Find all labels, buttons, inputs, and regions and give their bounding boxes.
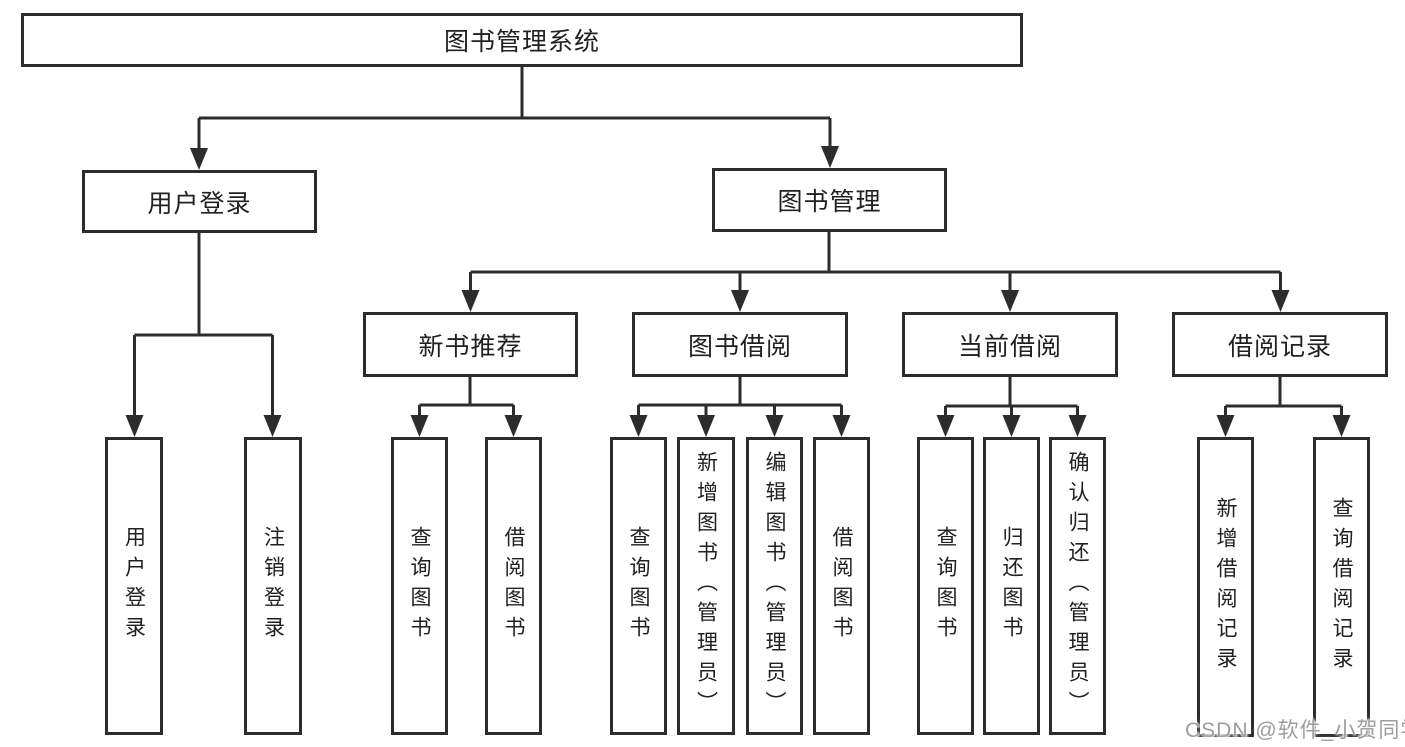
arrow-down-icon	[697, 415, 715, 437]
connector-new-book-recommendation-to-leaves	[418, 377, 515, 419]
node-book-management: 图书管理	[712, 168, 947, 232]
leaf-add-borrow-record: 新增借阅记录	[1197, 437, 1254, 737]
leaf-edit-book-admin: 编辑图书（管理员）	[746, 437, 803, 735]
node-user-login: 用户登录	[82, 170, 317, 233]
arrow-down-icon	[936, 415, 955, 437]
arrow-down-icon	[1271, 290, 1290, 312]
leaf-query-books-borrowing: 查询图书	[610, 437, 667, 735]
arrow-down-icon	[1216, 415, 1235, 437]
connector-book-management-to-level3	[469, 232, 1282, 294]
leaf-query-books-recommend: 查询图书	[391, 437, 448, 735]
arrow-down-icon	[504, 415, 523, 437]
connector-user-login-to-leaves	[133, 233, 274, 419]
node-label: 图书管理	[777, 188, 882, 216]
arrow-down-icon	[629, 415, 648, 437]
arrow-down-icon	[731, 290, 749, 312]
arrow-down-icon	[832, 415, 851, 437]
node-book-borrowing: 图书借阅	[632, 312, 848, 377]
arrow-down-icon	[125, 415, 144, 437]
node-label: 注销登录	[261, 526, 285, 646]
connector-current-borrowing-to-leaves	[944, 377, 1079, 419]
arrow-down-icon	[1068, 415, 1087, 437]
node-label: 查询借阅记录	[1330, 497, 1353, 677]
leaf-logout: 注销登录	[244, 437, 302, 735]
node-label: 查询图书	[627, 526, 650, 646]
node-label: 编辑图书（管理员）	[763, 451, 786, 721]
leaf-user-login: 用户登录	[105, 437, 163, 735]
node-label: 当前借阅	[957, 332, 1062, 361]
node-label: 新增借阅记录	[1214, 497, 1237, 677]
node-label: 查询图书	[934, 526, 957, 646]
node-label: 新增图书（管理员）	[694, 451, 718, 721]
node-label: 图书管理系统	[443, 28, 600, 56]
node-label: 借阅图书	[830, 526, 853, 646]
leaf-query-borrow-record: 查询借阅记录	[1313, 437, 1370, 737]
arrow-down-icon	[461, 290, 480, 312]
leaf-borrow-books-borrowing: 借阅图书	[813, 437, 870, 735]
arrow-down-icon	[190, 148, 208, 170]
arrow-down-icon	[1001, 290, 1019, 312]
connector-root-to-level2	[197, 67, 832, 152]
node-label: 归还图书	[1000, 526, 1023, 646]
arrow-down-icon	[1002, 415, 1021, 437]
arrow-down-icon	[765, 415, 784, 437]
leaf-borrow-books-recommend: 借阅图书	[485, 437, 542, 735]
connector-borrowing-records-to-leaves	[1224, 377, 1343, 419]
node-new-book-recommendation: 新书推荐	[363, 312, 578, 377]
node-label: 借阅记录	[1227, 332, 1332, 361]
node-borrowing-records: 借阅记录	[1172, 312, 1388, 377]
node-label: 图书借阅	[687, 332, 792, 361]
node-label: 借阅图书	[502, 526, 525, 646]
watermark: CSDN @软件_小贺同学	[1185, 719, 1405, 742]
node-library-management-system: 图书管理系统	[21, 13, 1023, 67]
node-current-borrowing: 当前借阅	[902, 312, 1118, 377]
arrow-down-icon	[410, 415, 429, 437]
node-label: 确认归还（管理员）	[1066, 451, 1089, 721]
arrow-down-icon	[263, 415, 282, 437]
arrow-down-icon	[1332, 415, 1351, 437]
arrow-down-icon	[821, 146, 839, 168]
node-label: 查询图书	[408, 526, 431, 646]
node-label: 新书推荐	[418, 332, 523, 361]
leaf-return-book: 归还图书	[983, 437, 1040, 735]
leaf-query-books-current: 查询图书	[917, 437, 974, 735]
node-label: 用户登录	[147, 189, 252, 218]
node-label: 用户登录	[122, 526, 146, 646]
connector-book-borrowing-to-leaves	[637, 377, 843, 419]
leaf-confirm-return-admin: 确认归还（管理员）	[1049, 437, 1106, 735]
leaf-add-book-admin: 新增图书（管理员）	[677, 437, 735, 735]
